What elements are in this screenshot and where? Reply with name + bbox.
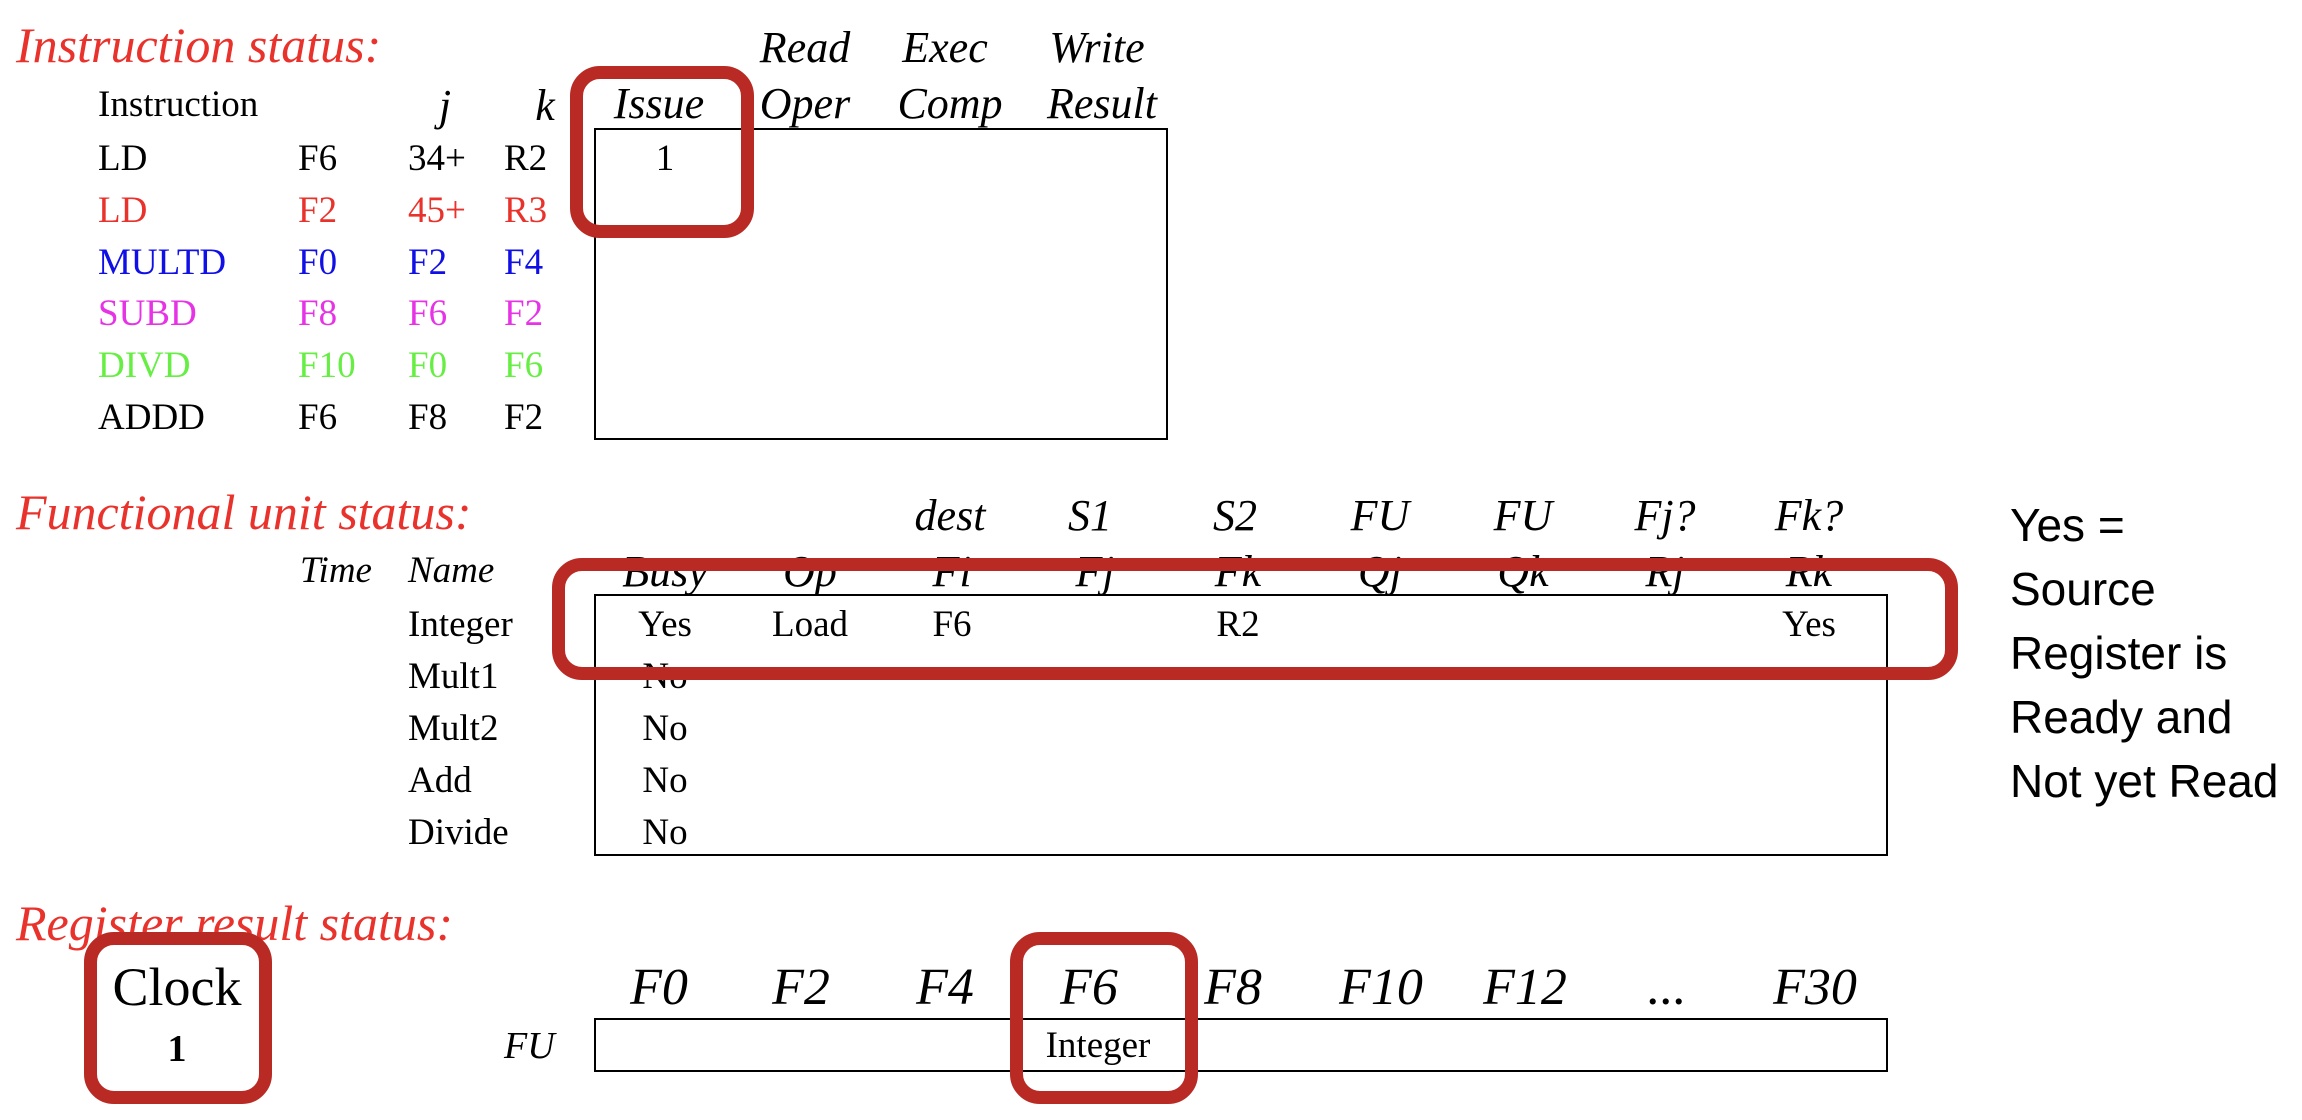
instr-j: F2 [408, 242, 448, 283]
register-header: F8 [1204, 959, 1262, 1016]
fu-name: Add [408, 760, 472, 801]
fu-name: Mult1 [408, 656, 499, 697]
instr-k: F2 [504, 293, 544, 334]
header-issue: Issue [613, 79, 705, 128]
header-exec-bottom: Comp [897, 79, 1003, 128]
fu-busy: No [642, 812, 688, 853]
functional-unit-box [594, 594, 1888, 856]
instr-k: F2 [504, 397, 544, 438]
header-write-bottom: Result [1047, 79, 1157, 128]
header-write-top: Write [1049, 23, 1145, 72]
header-time: Time [300, 550, 372, 591]
instr-k: F4 [504, 242, 544, 283]
header-fi: Fi [932, 547, 972, 596]
side-note-line: Ready and [2010, 691, 2233, 743]
instr-k: R3 [504, 190, 548, 231]
side-note-line: Register is [2010, 627, 2228, 679]
side-note-line: Yes = [2010, 499, 2125, 551]
header-qk: Qk [1497, 547, 1549, 596]
instr-j: 45+ [408, 190, 466, 231]
f6-highlight [1010, 932, 1198, 1104]
header-read-bottom: Oper [759, 79, 851, 128]
instr-k: R2 [504, 138, 548, 179]
header-fu-1: FU [1350, 491, 1410, 540]
instr-j: F8 [408, 397, 448, 438]
header-exec-top: Exec [902, 23, 988, 72]
instr-op: MULTD [98, 242, 227, 283]
header-busy: Busy [622, 547, 708, 596]
clock-highlight [84, 932, 272, 1104]
header-op: Op [783, 547, 837, 596]
instr-dest: F0 [298, 242, 338, 283]
register-header: F4 [916, 959, 974, 1016]
issue-highlight [570, 66, 754, 238]
register-header: F6 [1060, 959, 1118, 1016]
header-dest: dest [914, 491, 986, 540]
header-qj: Qj [1358, 547, 1402, 596]
fu-name: Integer [408, 604, 513, 645]
clock-label: Clock [112, 957, 242, 1017]
instr-j: F0 [408, 345, 448, 386]
fu-fi: F6 [932, 604, 972, 645]
instr-j: 34+ [408, 138, 466, 179]
fu-op: Load [771, 604, 849, 645]
register-header: F10 [1339, 959, 1423, 1016]
header-fj-q: Fj? [1634, 491, 1696, 540]
register-fu-value: Integer [1045, 1025, 1151, 1066]
instr-op: LD [98, 190, 148, 231]
fu-rk: Yes [1782, 604, 1836, 645]
instr-k: F6 [504, 345, 544, 386]
instr-issue: 1 [655, 138, 675, 179]
fu-label: FU [504, 1025, 555, 1067]
header-fj: Fj [1075, 547, 1115, 596]
instr-dest: F6 [298, 138, 338, 179]
fu-busy: No [642, 708, 688, 749]
fu-fk: R2 [1216, 604, 1260, 645]
header-instruction: Instruction [98, 84, 259, 125]
register-header: F12 [1483, 959, 1567, 1016]
instr-op: LD [98, 138, 148, 179]
fu-name: Divide [408, 812, 509, 853]
instr-dest: F8 [298, 293, 338, 334]
header-fk-q: Fk? [1774, 491, 1844, 540]
instruction-status-title: Instruction status: [16, 17, 382, 73]
instr-op: ADDD [98, 397, 205, 438]
clock-value: 1 [167, 1028, 187, 1070]
fu-name: Mult2 [408, 708, 499, 749]
fu-busy: No [642, 760, 688, 801]
header-j: j [438, 81, 452, 130]
instr-dest: F10 [298, 345, 356, 386]
side-note-line: Not yet Read [2010, 755, 2279, 807]
header-name: Name [408, 550, 495, 591]
instr-dest: F6 [298, 397, 338, 438]
instr-op: DIVD [98, 345, 191, 386]
functional-unit-status-title: Functional unit status: [16, 484, 472, 540]
register-header: F0 [630, 959, 688, 1016]
side-note-line: Source [2010, 563, 2156, 615]
instr-dest: F2 [298, 190, 338, 231]
fu-busy: Yes [638, 604, 692, 645]
header-rj: Rj [1645, 547, 1685, 596]
header-s1: S1 [1068, 491, 1112, 540]
instr-j: F6 [408, 293, 448, 334]
integer-row-highlight [552, 558, 1958, 680]
header-read-top: Read [759, 23, 851, 72]
register-header: ... [1647, 959, 1687, 1016]
header-fk: Fk [1214, 547, 1262, 596]
header-s2: S2 [1213, 491, 1257, 540]
header-rk: Rk [1785, 547, 1833, 596]
header-k: k [535, 81, 555, 130]
register-header: F30 [1773, 959, 1857, 1016]
instr-op: SUBD [98, 293, 197, 334]
register-header: F2 [772, 959, 830, 1016]
header-fu-2: FU [1493, 491, 1553, 540]
instruction-status-box [594, 128, 1168, 440]
register-fu-box [594, 1018, 1888, 1072]
